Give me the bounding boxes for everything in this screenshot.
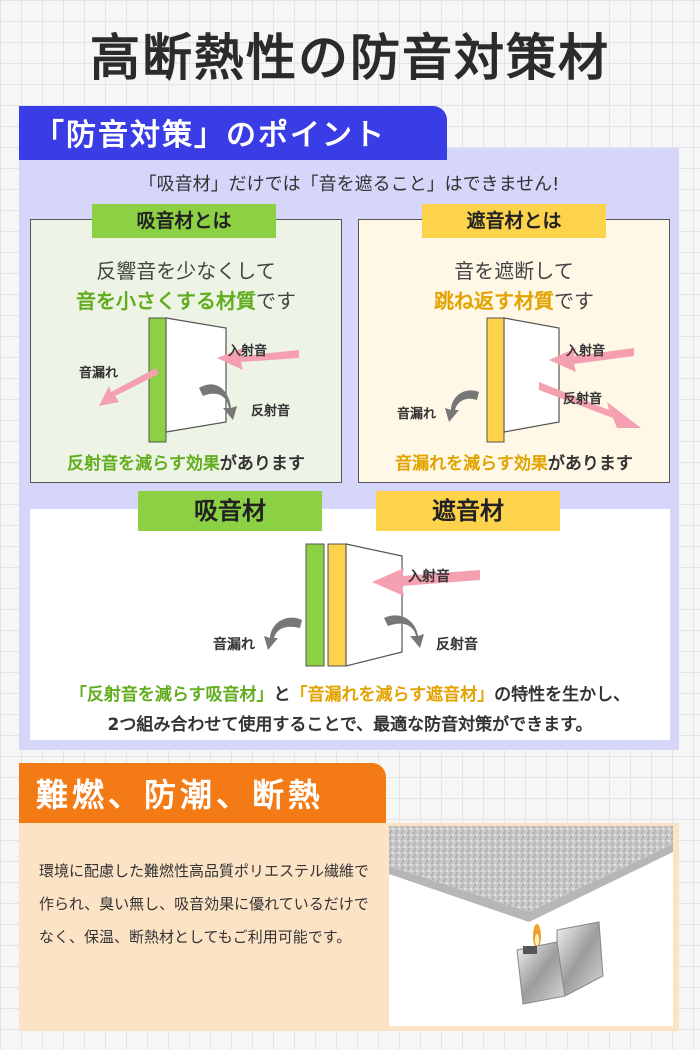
- insulator-line2-rest: です: [554, 289, 594, 313]
- flame-retardant-body: 環境に配慮した難燃性高品質ポリエステル繊維で作られ、臭い無し、吸音効果に優れてい…: [39, 862, 370, 946]
- combined-insulator-tag: 遮音材: [376, 491, 560, 531]
- combined-note-rest: の特性を生かし、: [494, 685, 631, 705]
- insulator-line1: 音を遮断して: [454, 259, 574, 283]
- insulator-foot-rest: があります: [547, 454, 633, 474]
- insulator-panel-face: [503, 317, 560, 433]
- combined-reflect-arrow-icon: [384, 615, 424, 648]
- absorber-foot-rest: があります: [219, 454, 305, 474]
- absorber-line2-highlight: 音を小さくする材質: [76, 289, 256, 313]
- insulator-reflect-label: 反射音: [563, 392, 603, 407]
- absorber-foot: 反射音を減らす効果があります: [31, 449, 341, 474]
- absorber-reflect-label: 反射音: [251, 404, 291, 419]
- soundproof-points-header: [19, 106, 447, 160]
- insulator-incident-arrow-icon: [549, 348, 634, 372]
- combined-note-insulator: 「音漏れを減らす遮音材」: [290, 685, 495, 705]
- insulator-foot-highlight: 音漏れを減らす効果: [395, 454, 548, 474]
- combined-diagram: [264, 543, 480, 667]
- flame-retardant-heading: 難燃、防潮、断熱: [36, 776, 325, 814]
- insulator-line2-highlight: 跳ね返す材質: [434, 289, 554, 313]
- incident-arrow-icon: [217, 348, 299, 370]
- absorber-incident-label: 入射音: [228, 344, 268, 359]
- combined-note-absorber: 「反射音を減らす吸音材」: [69, 685, 274, 705]
- absorber-line1: 反響音を少なくして: [96, 259, 276, 283]
- insulator-panel-edge: [486, 317, 505, 443]
- insulator-incident-label: 入射音: [566, 344, 606, 359]
- insulator-reflect-arrow-icon: [539, 382, 641, 428]
- felt-panel-image: [389, 826, 673, 1005]
- absorber-leak-label: 音漏れ: [79, 366, 119, 381]
- combined-note-and: と: [273, 685, 291, 705]
- combined-absorber-layer: [305, 543, 325, 667]
- flame-retardant-header: [19, 763, 386, 823]
- absorber-tag: 吸音材とは: [92, 204, 276, 238]
- combined-incident-label: 入射音: [408, 569, 450, 585]
- combined-absorber-tag: 吸音材: [138, 491, 322, 531]
- insulator-diagram: [445, 317, 641, 443]
- combined-reflect-label: 反射音: [436, 637, 478, 653]
- combined-note-line2: 2つ組み合わせて使用することで、最適な防音対策ができます。: [107, 715, 593, 735]
- soundproof-points-heading: 「防音対策」のポイント: [34, 118, 386, 153]
- combined-panel-face: [345, 543, 403, 667]
- absorber-diagram: [99, 317, 299, 443]
- reflect-arrow-icon: [199, 384, 237, 420]
- absorber-foot-highlight: 反射音を減らす効果: [67, 454, 220, 474]
- leak-arrow-icon: [99, 368, 159, 406]
- absorber-line2: 音を小さくする材質です: [31, 285, 341, 314]
- insulator-leak-label: 音漏れ: [397, 407, 437, 422]
- absorber-line2-rest: です: [256, 289, 296, 313]
- combined-leak-arrow-icon: [264, 617, 302, 650]
- soundproof-points-subtitle: 「吸音材」だけでは「音を遮ること」はできません!: [138, 174, 560, 195]
- felt-panel-top: [389, 826, 673, 912]
- absorber-panel-face: [165, 317, 227, 433]
- insulator-tag: 遮音材とは: [422, 204, 606, 238]
- insulator-foot: 音漏れを減らす効果があります: [359, 449, 669, 474]
- combined-insulator-layer: [327, 543, 347, 667]
- combined-incident-arrow-icon: [372, 568, 480, 596]
- combined-note-line1: 「反射音を減らす吸音材」と「音漏れを減らす遮音材」の特性を生かし、: [30, 680, 670, 705]
- absorber-card: 反響音を少なくして 音を小さくする材質です 入射音 音漏れ 反射音 反射音を減ら…: [30, 219, 342, 483]
- insulator-card: 音を遮断して 跳ね返す材質です 入射音 反射音 音漏れ 音漏れを減らす効果があり…: [358, 219, 670, 483]
- lighter-test-photo: [389, 826, 673, 1026]
- insulator-leak-arrow-icon: [445, 390, 479, 422]
- page-title: 高断熱性の防音対策材: [90, 29, 610, 87]
- combined-leak-label: 音漏れ: [213, 637, 255, 653]
- absorber-panel-edge: [148, 317, 167, 443]
- insulator-line2: 跳ね返す材質です: [359, 285, 669, 314]
